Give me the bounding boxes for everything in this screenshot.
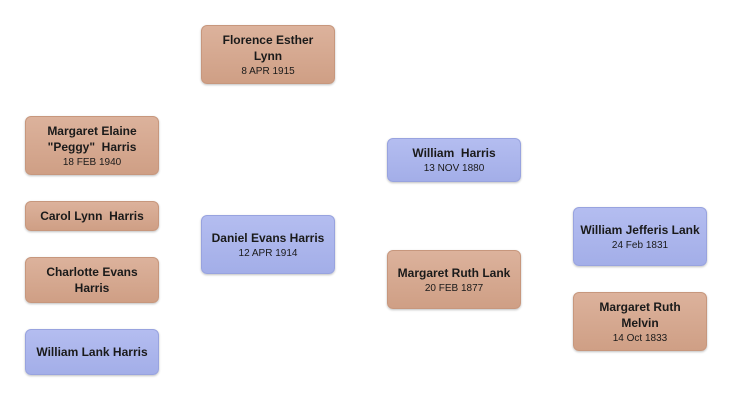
person-name: Margaret Elaine "Peggy" Harris xyxy=(47,123,141,154)
person-box-margaret-ruth-lank[interactable]: Margaret Ruth Lank 20 FEB 1877 xyxy=(387,250,521,309)
person-box-daniel-evans-harris[interactable]: Daniel Evans Harris 12 APR 1914 xyxy=(201,215,335,274)
person-birth-date: 14 Oct 1833 xyxy=(612,332,668,344)
person-name: William Harris xyxy=(412,146,496,160)
person-name: Margaret Ruth Lank xyxy=(397,265,511,280)
person-name: Charlotte Evans Harris xyxy=(46,265,142,295)
person-box-william-lank-harris[interactable]: William Lank Harris xyxy=(25,329,159,375)
person-box-margaret-elaine-harris[interactable]: Margaret Elaine "Peggy" Harris 18 FEB 19… xyxy=(25,116,159,175)
person-name: William Lank Harris xyxy=(36,345,148,359)
person-name: Margaret Ruth Melvin xyxy=(599,299,685,330)
person-birth-date: 24 Feb 1831 xyxy=(611,239,669,251)
person-birth-date: 8 APR 1915 xyxy=(241,65,295,77)
person-box-carol-lynn-harris[interactable]: Carol Lynn Harris xyxy=(25,201,159,231)
person-box-margaret-ruth-melvin[interactable]: Margaret Ruth Melvin 14 Oct 1833 xyxy=(573,292,707,351)
person-birth-date: 18 FEB 1940 xyxy=(62,156,122,168)
person-box-charlotte-evans-harris[interactable]: Charlotte Evans Harris xyxy=(25,257,159,303)
person-name: William Jefferis Lank xyxy=(580,222,700,237)
person-birth-date: 20 FEB 1877 xyxy=(424,282,484,294)
person-box-william-jefferis-lank[interactable]: William Jefferis Lank 24 Feb 1831 xyxy=(573,207,707,266)
person-birth-date: 13 NOV 1880 xyxy=(423,163,485,174)
person-birth-date: 12 APR 1914 xyxy=(238,247,298,259)
person-box-florence-esther-lynn[interactable]: Florence Esther Lynn 8 APR 1915 xyxy=(201,25,335,84)
person-box-william-harris[interactable]: William Harris 13 NOV 1880 xyxy=(387,138,521,182)
person-name: Florence Esther Lynn xyxy=(222,32,317,63)
person-name: Carol Lynn Harris xyxy=(40,209,144,223)
person-name: Daniel Evans Harris xyxy=(211,230,325,245)
